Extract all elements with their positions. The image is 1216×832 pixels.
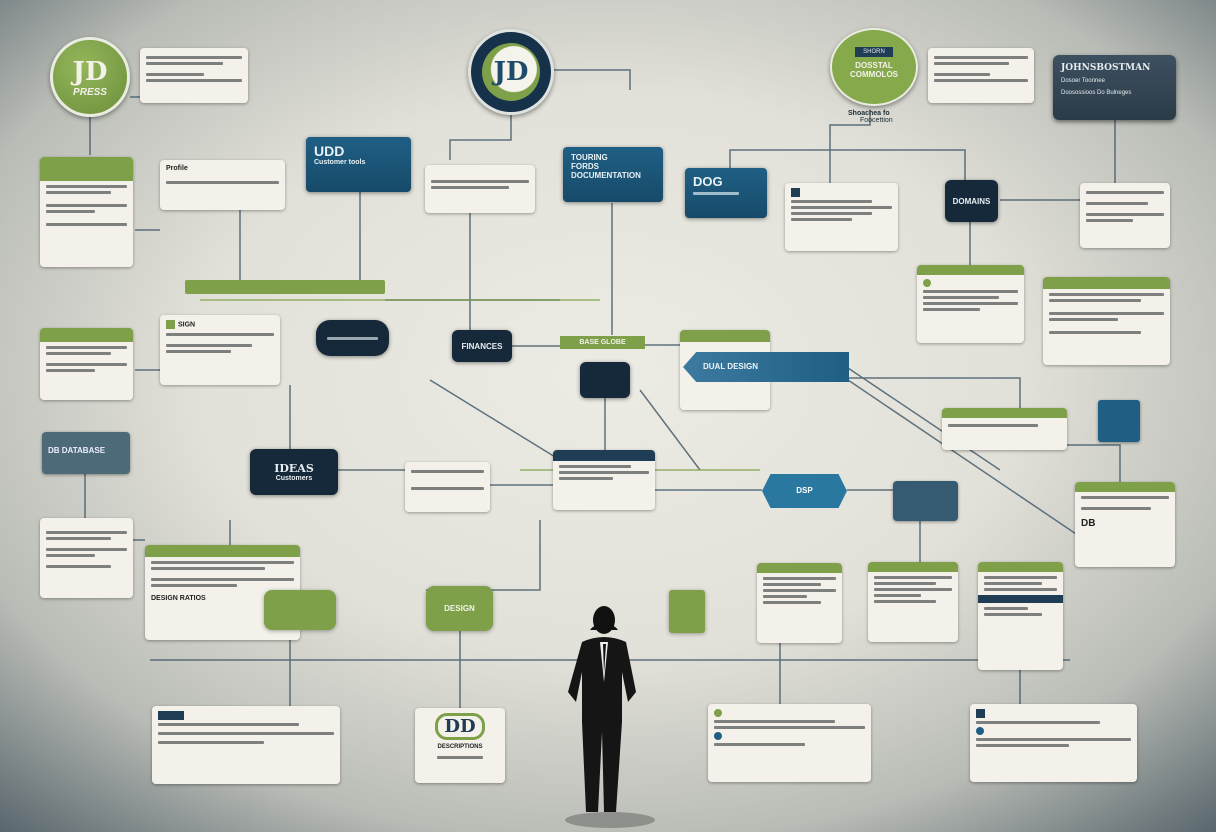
design-node[interactable]: DESIGN: [426, 586, 493, 631]
green-header-card: [978, 562, 1063, 670]
center-jd-logo: JD: [468, 29, 554, 115]
logo-sub: PRESS: [73, 86, 107, 98]
info-card: [405, 462, 490, 512]
db-node[interactable]: DB DATABASE: [42, 432, 130, 474]
logo-mark: JD: [493, 57, 529, 87]
green-header-card: [40, 328, 133, 400]
dark-panel: JOHNSBOSTMAN Dosoer Toonnee Doosossioos …: [1053, 55, 1176, 120]
green-bar: [185, 280, 385, 294]
green-header-card: [757, 563, 842, 643]
green-header-card: [40, 157, 133, 267]
profile-card: Profile: [160, 160, 285, 210]
blue-square-node[interactable]: [1098, 400, 1140, 442]
blue-node[interactable]: [893, 481, 958, 521]
circle-tab: SHORN: [855, 47, 893, 57]
info-card: [785, 183, 898, 251]
dark-panel-line: Doosossioos Do Bulneges: [1061, 90, 1132, 96]
logo-mark: JD: [72, 56, 108, 87]
info-card: [1080, 183, 1170, 248]
sign-card: SIGN: [160, 315, 280, 385]
green-header-card: [917, 265, 1024, 343]
dog-node[interactable]: DOG: [685, 168, 767, 218]
circle-title: DOSSTAL COMMOLOS: [850, 61, 898, 79]
jd-press-logo: JD PRESS: [50, 37, 130, 117]
businessman-silhouette: [565, 606, 655, 828]
dark-panel-title: JOHNSBOSTMAN: [1061, 63, 1151, 73]
dual-design-arrow[interactable]: DUAL DESIGN: [683, 352, 849, 382]
green-header-card: [1043, 277, 1170, 365]
logo-sub: DESCRIPTIONS: [437, 744, 483, 750]
dd-logo-card: DD DESCRIPTIONS: [415, 708, 505, 783]
info-card: [708, 704, 871, 782]
green-header-card: [868, 562, 958, 642]
domains-node[interactable]: DOMAINS: [945, 180, 998, 222]
logo-mark: DD: [435, 713, 485, 740]
info-card: [140, 48, 248, 103]
dsp-node[interactable]: DSP: [762, 474, 847, 508]
green-node[interactable]: [264, 590, 336, 630]
info-card: [425, 165, 535, 213]
dark-node[interactable]: [580, 362, 630, 398]
info-card: [928, 48, 1034, 103]
info-card: [152, 706, 340, 784]
finances-node[interactable]: FINANCES: [452, 330, 512, 362]
green-header-card: DB: [1075, 482, 1175, 567]
info-card: [970, 704, 1137, 782]
top-right-circle: SHORN DOSSTAL COMMOLOS: [830, 28, 918, 106]
dark-pill-node[interactable]: [316, 320, 389, 356]
dark-header-card: [553, 450, 655, 510]
base-globe-bar: BASE GLOBE: [560, 336, 645, 349]
info-card: [40, 518, 133, 598]
dark-panel-line: Dosoer Toonnee: [1061, 78, 1105, 84]
green-node[interactable]: [669, 590, 705, 633]
green-header-card: [942, 408, 1067, 450]
